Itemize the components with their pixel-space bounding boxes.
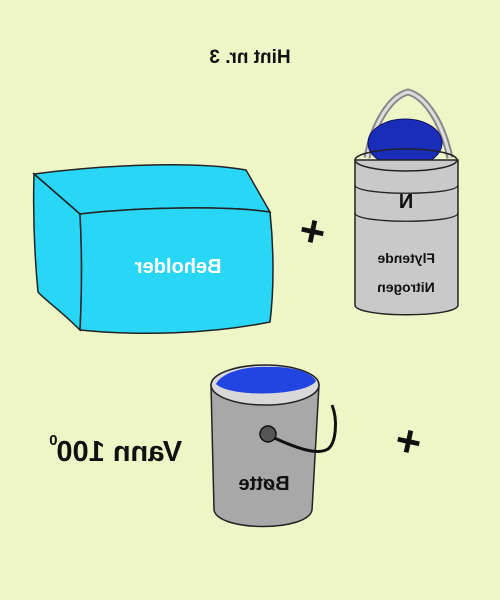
bucket-label: Bøtte [238, 473, 289, 495]
nitrogen-symbol: N [399, 191, 413, 213]
bucket-water [216, 366, 316, 394]
bucket-handle [269, 404, 337, 453]
nitrogen-label-line1: Flytende [377, 250, 435, 266]
nitrogen-can: N Flytende Nitrogen [354, 88, 459, 316]
container-label: Beholder [135, 256, 222, 278]
water-label: Vann 100 0 [49, 432, 182, 468]
bucket-body [210, 384, 320, 528]
nitrogen-can-rim [354, 148, 458, 172]
bucket-handle-pivot [259, 425, 277, 443]
hint-title: Hint nr. 3 [209, 47, 290, 68]
plus-sign-bottom: + [391, 415, 426, 468]
plus-sign-top: + [295, 205, 330, 258]
container-front [79, 207, 274, 335]
nitrogen-label-line2: Nitrogen [377, 279, 435, 295]
bucket: Bøtte [210, 364, 337, 528]
container-box: Beholder [32, 164, 274, 335]
water-label-superscript: 0 [49, 432, 57, 449]
water-label-text: Vann 100 [56, 436, 182, 468]
nitrogen-can-body [354, 159, 459, 316]
